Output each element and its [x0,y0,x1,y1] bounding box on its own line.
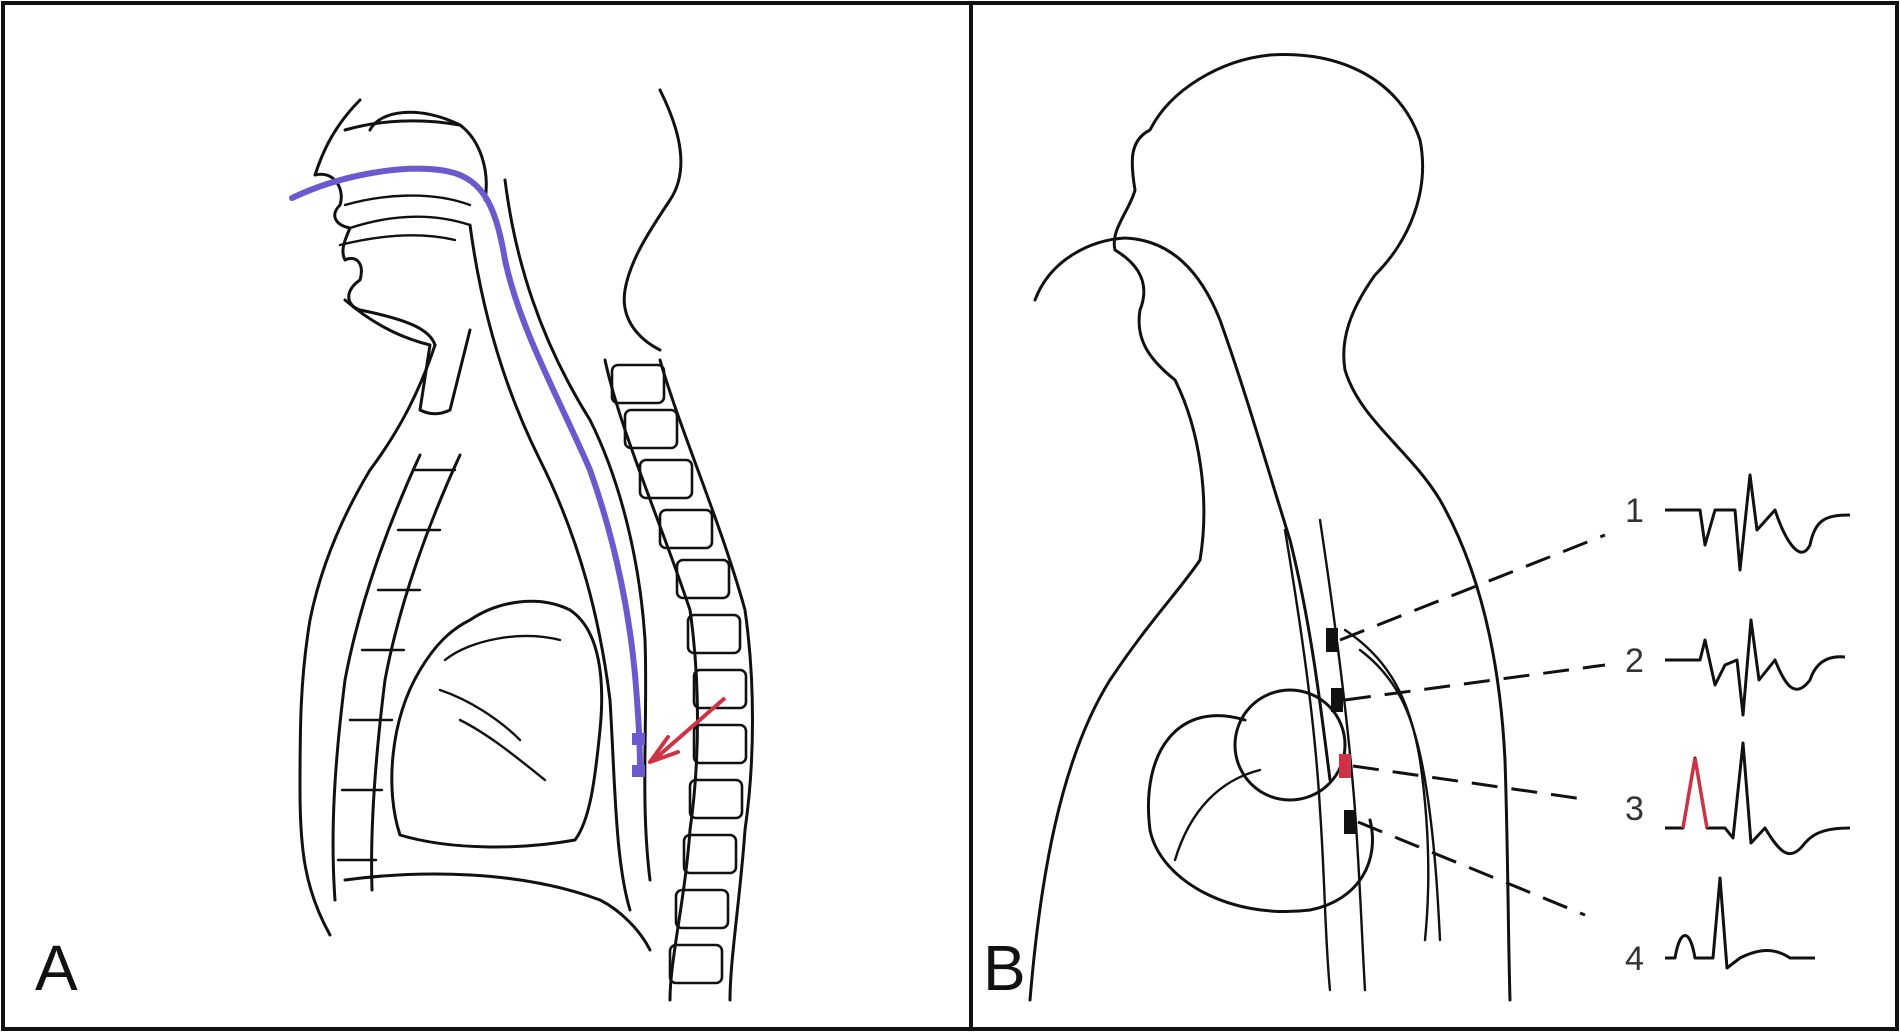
heart-inner-curve [1173,768,1262,862]
heart-ventricle [1147,714,1374,913]
position-arrow [648,696,727,764]
tube-electrodes [1326,628,1356,834]
heart-atrium [1233,688,1347,802]
panel-b-label: B [983,932,1026,1004]
electrode-4 [1344,810,1356,834]
palate [338,194,472,247]
body-outline [1028,52,1512,1002]
nasal-tube-loop [1033,236,1332,782]
vertebra [692,723,748,765]
vertebra [682,833,738,875]
electrode-2 [1331,688,1343,712]
leader-line-4 [1357,820,1586,917]
leader-line-1 [1339,533,1606,642]
vertebra [610,363,666,405]
tube-electrode-1 [632,733,645,745]
heart-outline [390,599,604,849]
ecg-label-3: 3 [1625,790,1644,828]
ecg-trace-3 [1665,741,1851,856]
tube-electrode-2 [632,765,645,777]
vertebra [675,558,731,600]
spine-back-edge [658,358,754,1002]
sternum-segments [336,468,457,862]
ecg-trace-4 [1665,876,1815,970]
nasal-cavity [368,110,488,202]
panel-a: A [1,1,973,1031]
airway-back [503,178,652,882]
spine [603,358,754,1002]
ecg-label-1: 1 [1625,492,1644,530]
esophagus-line-1 [1283,528,1332,992]
esophagus-line-2 [1318,518,1367,992]
ecg-label-4: 4 [1625,940,1644,978]
sternum-outer [331,453,422,902]
vertebra [674,888,730,930]
heart-inner [438,634,562,782]
panel-b-frame [969,1,1899,1031]
ecg-trace-2 [1665,618,1846,717]
panel-b: 1 2 3 4 B [969,1,1899,1031]
neck-front [298,343,437,937]
highlighted-p-wave [1681,757,1709,829]
aorta-line [1343,628,1430,942]
esophageal-tube [289,165,643,773]
leader-line-2 [1344,663,1606,702]
vertebrae [610,363,748,985]
vertebra [623,408,679,450]
ecg-label-2: 2 [1625,642,1644,680]
vertebra [692,668,748,710]
leader-line-3 [1352,764,1591,802]
airway-front [468,223,632,912]
panel-a-label: A [35,932,78,1004]
leader-lines [1339,533,1606,917]
sternum-inner [370,453,462,892]
diaphragm [343,872,652,952]
vertebra [688,778,744,820]
electrode-3 [1339,754,1351,778]
ecg-traces [1665,473,1851,970]
vertebra [668,943,724,985]
vertebra [686,613,742,655]
mandible [343,298,472,416]
electrode-1 [1326,628,1338,652]
aorta-line-2 [1358,648,1442,942]
neck-back [622,88,683,352]
vertebra [658,508,714,550]
spine-front-edge [603,358,699,1002]
face-profile [313,98,437,347]
vertebra [638,458,694,500]
ecg-trace-1 [1665,473,1851,572]
nose-line [343,119,462,132]
